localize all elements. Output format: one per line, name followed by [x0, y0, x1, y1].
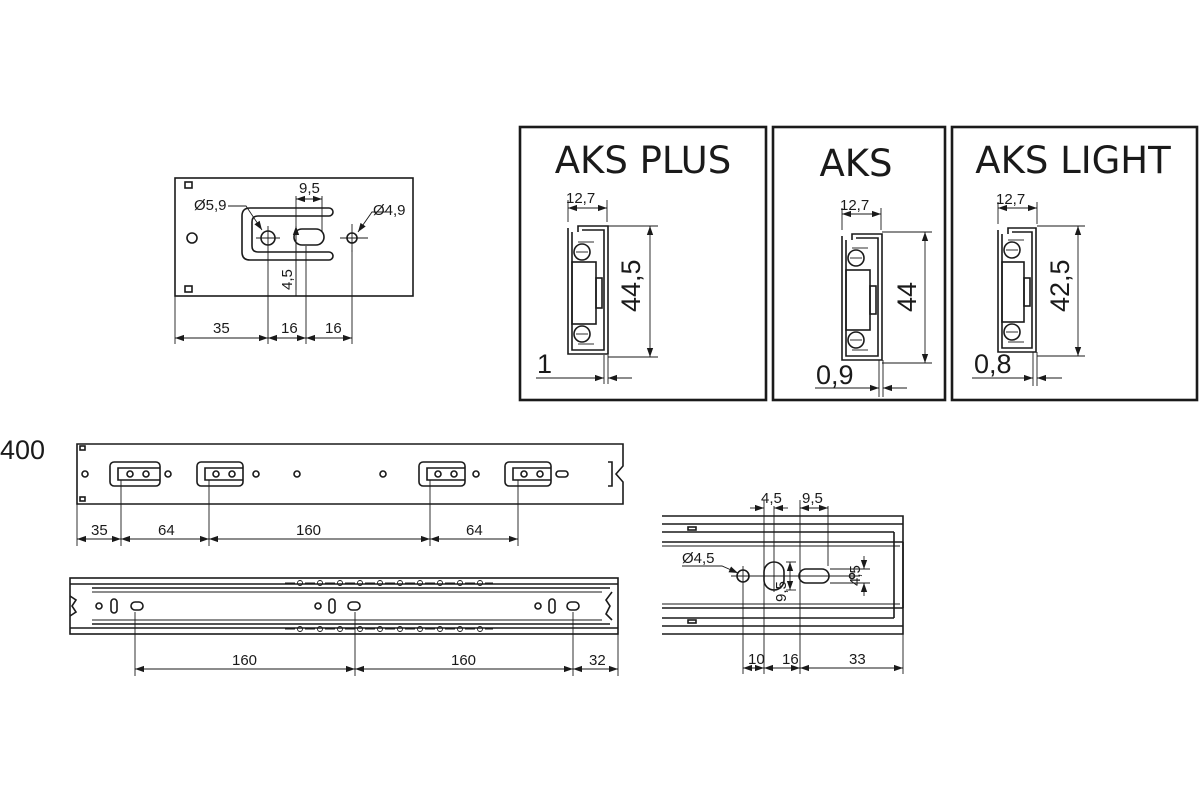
outer-rail-outline [69, 577, 619, 635]
slot-group-1 [109, 461, 172, 487]
slot-group-4 [504, 461, 569, 487]
slot-width-label: 9,5 [299, 180, 320, 197]
slot-oblong [293, 228, 325, 246]
end-slot-vertical-label: 9,5 [773, 581, 790, 602]
inner-rail-outline [76, 443, 624, 505]
profile-height: 44 [892, 282, 922, 312]
bracket-slot-frame [241, 207, 329, 261]
profile-aks-light: AKS LIGHT 12,7 42,5 0,8 [950, 125, 1199, 402]
end-outline [662, 515, 904, 635]
profile-height: 44,5 [616, 259, 646, 312]
profile-section [841, 233, 883, 361]
mount-detail: 9,5 Ø5,9 Ø4,9 4,5 35 16 16 [174, 177, 414, 344]
mount-spacing-3: 16 [325, 320, 342, 337]
profile-aks: AKS 12,7 44 0,9 [771, 125, 947, 402]
inner-spacing-1: 35 [91, 522, 108, 539]
slot-group-2 [196, 461, 260, 487]
bracket-tab-bottom [184, 285, 193, 293]
slot-group-3 [418, 461, 480, 487]
mount-spacing-2: 16 [281, 320, 298, 337]
ball-cage-bottom [285, 626, 493, 632]
profile-thickness: 0,8 [974, 349, 1012, 379]
profile-thickness: 0,9 [816, 360, 854, 390]
inner-spacing-4: 64 [466, 522, 483, 539]
profile-width: 12,7 [840, 197, 869, 214]
profile-name: AKS [819, 142, 892, 185]
end-bottom-dim-3: 33 [849, 651, 866, 668]
profile-height: 42,5 [1045, 259, 1075, 312]
end-bottom-dim-1: 10 [748, 651, 765, 668]
end-bottom-dim-2: 16 [782, 651, 799, 668]
end-top-dim-2: 9,5 [802, 490, 823, 507]
outer-rail: 160 160 32 [69, 577, 619, 676]
profile-section [997, 227, 1037, 353]
profile-thickness: 1 [537, 349, 552, 379]
ball-cage-top [285, 580, 493, 586]
profile-name: AKS PLUS [555, 139, 731, 182]
profile-width: 12,7 [996, 191, 1025, 208]
profile-box [950, 125, 1199, 402]
outer-spacing-1: 160 [232, 652, 257, 669]
inner-spacing-3: 160 [296, 522, 321, 539]
end-detail: 4,5 9,5 Ø4,5 9,5 4,5 10 16 33 [662, 490, 904, 674]
end-hole-label: Ø4,5 [682, 550, 715, 567]
profile-aks-plus: AKS PLUS 12,7 44,5 1 [518, 125, 768, 402]
slot-height-label: 4,5 [279, 269, 296, 290]
end-top-dim-1: 4,5 [761, 490, 782, 507]
profile-width: 12,7 [566, 190, 595, 207]
outer-spacing-2: 160 [451, 652, 476, 669]
bracket-hole-left [186, 232, 198, 244]
outer-spacing-3: 32 [589, 652, 606, 669]
mount-spacing-1: 35 [213, 320, 230, 337]
profile-name: AKS LIGHT [975, 139, 1171, 182]
inner-rail: 35 64 160 64 [76, 443, 624, 546]
hole-small-label: Ø4,9 [373, 202, 406, 219]
bracket-tab-top [184, 181, 193, 189]
end-slot-height-label: 4,5 [847, 565, 864, 586]
hole-large-label: Ø5,9 [194, 197, 227, 214]
profile-box [518, 125, 768, 402]
profile-box [771, 125, 947, 402]
bracket-outline [174, 177, 414, 297]
profile-section [567, 225, 609, 355]
rail-length-label: 400 [0, 435, 45, 465]
inner-spacing-2: 64 [158, 522, 175, 539]
